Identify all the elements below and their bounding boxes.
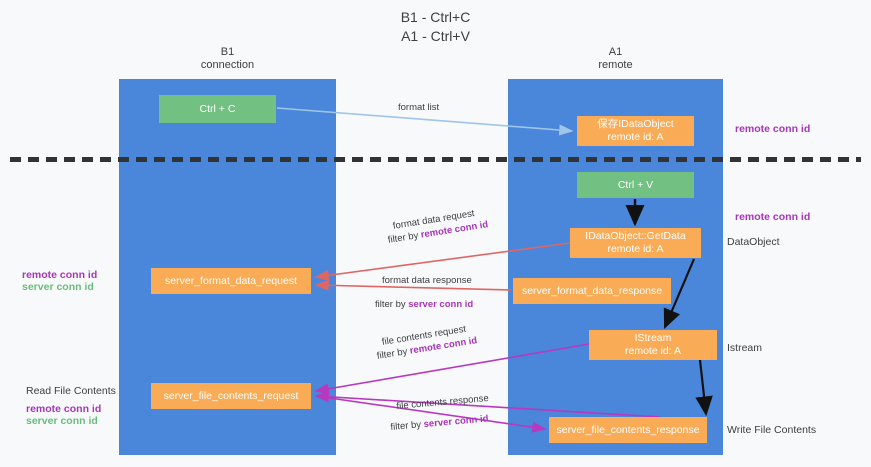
panel-title-a1: A1 remote xyxy=(598,46,633,71)
phase-divider xyxy=(10,157,861,162)
node-server-file-contents-response[interactable]: server_file_contents_response xyxy=(549,417,707,443)
node-server-file-contents-request[interactable]: server_file_contents_request xyxy=(151,383,311,409)
label-write-file-contents: Write File Contents xyxy=(727,424,817,436)
edge-label-format-data-response-filter: filter by server conn id xyxy=(375,298,473,311)
node-server-format-data-response[interactable]: server_format_data_response xyxy=(513,278,671,304)
edge-label-format-data-response: format data response xyxy=(382,275,472,286)
label-istream: Istream xyxy=(727,342,763,354)
filter-prefix: filter by xyxy=(387,229,422,246)
filter-prefix: filter by xyxy=(390,419,425,433)
label-dataobject: DataObject xyxy=(727,236,780,248)
label-left-server-conn-id-2: server conn id xyxy=(26,415,98,427)
node-istream[interactable]: IStream remote id: A xyxy=(589,330,717,360)
label-remote-conn-id-top: remote conn id xyxy=(735,123,811,135)
filter-prefix: filter by xyxy=(376,345,411,362)
label-read-file-contents: Read File Contents xyxy=(26,385,116,397)
panel-title-b1: B1 connection xyxy=(200,46,255,71)
node-save-idataobject[interactable]: 保存IDataObject remote id: A xyxy=(577,116,694,146)
filter-prefix: filter by xyxy=(375,299,409,310)
edge-label-file-contents-response-filter: filter by server conn id xyxy=(390,412,489,434)
node-idataobject-getdata[interactable]: IDataObject::GetData remote id: A xyxy=(570,228,701,258)
filter-key-server-conn-id: server conn id xyxy=(408,299,474,310)
node-ctrl-v[interactable]: Ctrl + V xyxy=(577,172,694,198)
edge-label-file-contents-response: file contents response xyxy=(396,392,490,412)
node-server-format-data-request[interactable]: server_format_data_request xyxy=(151,268,311,294)
label-remote-conn-id-mid: remote conn id xyxy=(735,211,811,223)
node-ctrl-c[interactable]: Ctrl + C xyxy=(159,95,276,123)
edge-label-format-list: format list xyxy=(398,102,440,113)
label-left-remote-conn-id-2: remote conn id xyxy=(26,403,102,415)
page-title: B1 - Ctrl+C A1 - Ctrl+V xyxy=(400,9,471,44)
label-left-server-conn-id: server conn id xyxy=(22,281,94,293)
label-left-remote-conn-id: remote conn id xyxy=(22,269,98,281)
filter-key-server-conn-id: server conn id xyxy=(423,413,489,431)
